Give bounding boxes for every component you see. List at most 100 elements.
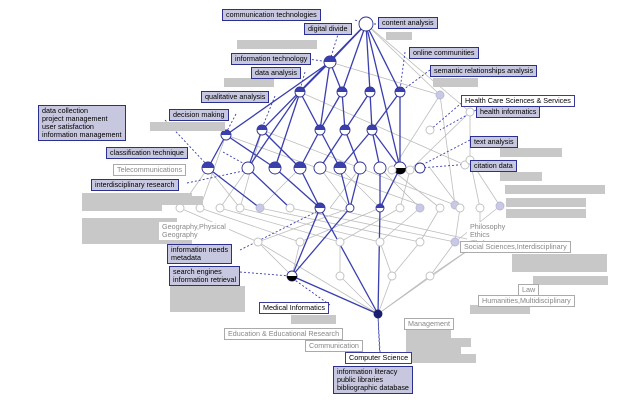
label-citation-data: citation data	[470, 160, 517, 172]
lattice-node	[366, 124, 378, 136]
faded-label	[433, 78, 478, 87]
faded-label	[406, 338, 471, 347]
lattice-node	[335, 271, 345, 281]
lattice-node	[201, 161, 215, 175]
faded-label	[170, 286, 245, 295]
label-data-collection-group: data collection project management user …	[38, 105, 126, 141]
label-information-needs-metadata: information needs metadata	[167, 244, 233, 264]
label-social-sciences-interdisciplinary: Social Sciences,Interdisciplinary	[460, 241, 571, 253]
lattice-node	[375, 237, 385, 247]
label-semantic-relationships-analysis: semantic relationships analysis	[430, 65, 538, 77]
lattice-node	[285, 203, 295, 213]
label-data-analysis: data analysis	[251, 67, 301, 79]
lattice-node	[395, 203, 405, 213]
lattice-node	[425, 271, 435, 281]
lattice-node	[313, 161, 327, 175]
label-philosophy-ethics: Philosophy Ethics	[467, 222, 509, 240]
lattice-node	[375, 203, 385, 213]
lattice-node	[475, 203, 485, 213]
lattice-node	[425, 125, 435, 135]
lattice-node	[175, 203, 185, 213]
label-communication-technologies: communication technologies	[222, 9, 321, 21]
lattice-node	[455, 203, 465, 213]
highlighted-edges	[207, 23, 401, 315]
lattice-nodes	[175, 16, 505, 319]
faded-label	[224, 78, 274, 87]
lattice-node	[373, 309, 383, 319]
lattice-node	[394, 86, 406, 98]
label-text-analysis: text analysis	[470, 136, 518, 148]
lattice-node	[387, 165, 397, 175]
lattice-node	[353, 161, 367, 175]
lattice-node	[286, 270, 298, 282]
label-online-communities: online communities	[409, 47, 479, 59]
lattice-node	[323, 55, 337, 69]
label-computer-science: Computer Science	[345, 352, 413, 364]
lattice-node	[339, 124, 351, 136]
lattice-node	[333, 161, 347, 175]
lattice-node	[294, 86, 306, 98]
lattice-node	[495, 201, 505, 211]
lattice-node	[295, 237, 305, 247]
lattice-node	[215, 203, 225, 213]
label-qualitative-analysis: qualitative analysis	[201, 91, 270, 103]
lattice-node	[255, 203, 265, 213]
lattice-node	[314, 124, 326, 136]
lattice-node	[405, 165, 415, 175]
lattice-node	[387, 271, 397, 281]
background-edges	[179, 23, 501, 315]
lattice-node	[414, 162, 426, 174]
label-health-informatics: health informatics	[476, 106, 541, 118]
faded-label	[82, 202, 162, 211]
lattice-node	[195, 203, 205, 213]
label-content-analysis: content analysis	[378, 17, 438, 29]
lattice-node	[450, 237, 460, 247]
label-information-literacy-group: information literacy public libraries bi…	[333, 366, 413, 394]
lattice-node	[220, 129, 232, 141]
faded-label	[506, 198, 586, 207]
faded-label	[406, 354, 476, 363]
lattice-node	[314, 202, 326, 214]
lattice-node	[335, 237, 345, 247]
faded-label	[82, 235, 192, 244]
faded-label	[82, 218, 177, 227]
faded-label	[500, 172, 542, 181]
lattice-node	[373, 161, 387, 175]
label-medical-informatics: Medical Informatics	[259, 302, 329, 314]
lattice-node	[358, 16, 374, 32]
lattice-node	[293, 161, 307, 175]
label-digital-divide: digital divide	[304, 23, 352, 35]
faded-label	[170, 303, 245, 312]
lattice-node	[253, 237, 263, 247]
label-classification-technique: classification technique	[106, 147, 188, 159]
faded-label	[500, 148, 562, 157]
lattice-node	[235, 203, 245, 213]
label-health-care-sciences: Health Care Sciences & Services	[461, 95, 575, 107]
faded-label	[406, 346, 461, 355]
label-communication: Communication	[305, 340, 363, 352]
lattice-node	[256, 124, 268, 136]
faded-label	[512, 263, 607, 272]
lattice-node	[415, 237, 425, 247]
lattice-node	[268, 161, 282, 175]
lattice-node	[345, 203, 355, 213]
faded-label	[237, 40, 317, 49]
lattice-node	[241, 161, 255, 175]
faded-label	[533, 276, 608, 285]
label-education-educational-research: Education & Educational Research	[224, 328, 344, 340]
lattice-node	[336, 86, 348, 98]
faded-label	[118, 196, 203, 205]
faded-label	[512, 254, 607, 263]
faded-label	[470, 305, 530, 314]
label-telecommunications: Telecommunications	[113, 164, 187, 176]
lattice-node	[435, 90, 445, 100]
faded-label	[406, 330, 451, 339]
label-search-engines-information-retrieval: search engines information retrieval	[169, 266, 241, 286]
lattice-node	[435, 203, 445, 213]
label-decision-making: decision making	[169, 109, 229, 121]
faded-label	[505, 185, 605, 194]
label-geography-physical: Geography,Physical Geography	[159, 222, 229, 240]
faded-label	[386, 32, 412, 40]
